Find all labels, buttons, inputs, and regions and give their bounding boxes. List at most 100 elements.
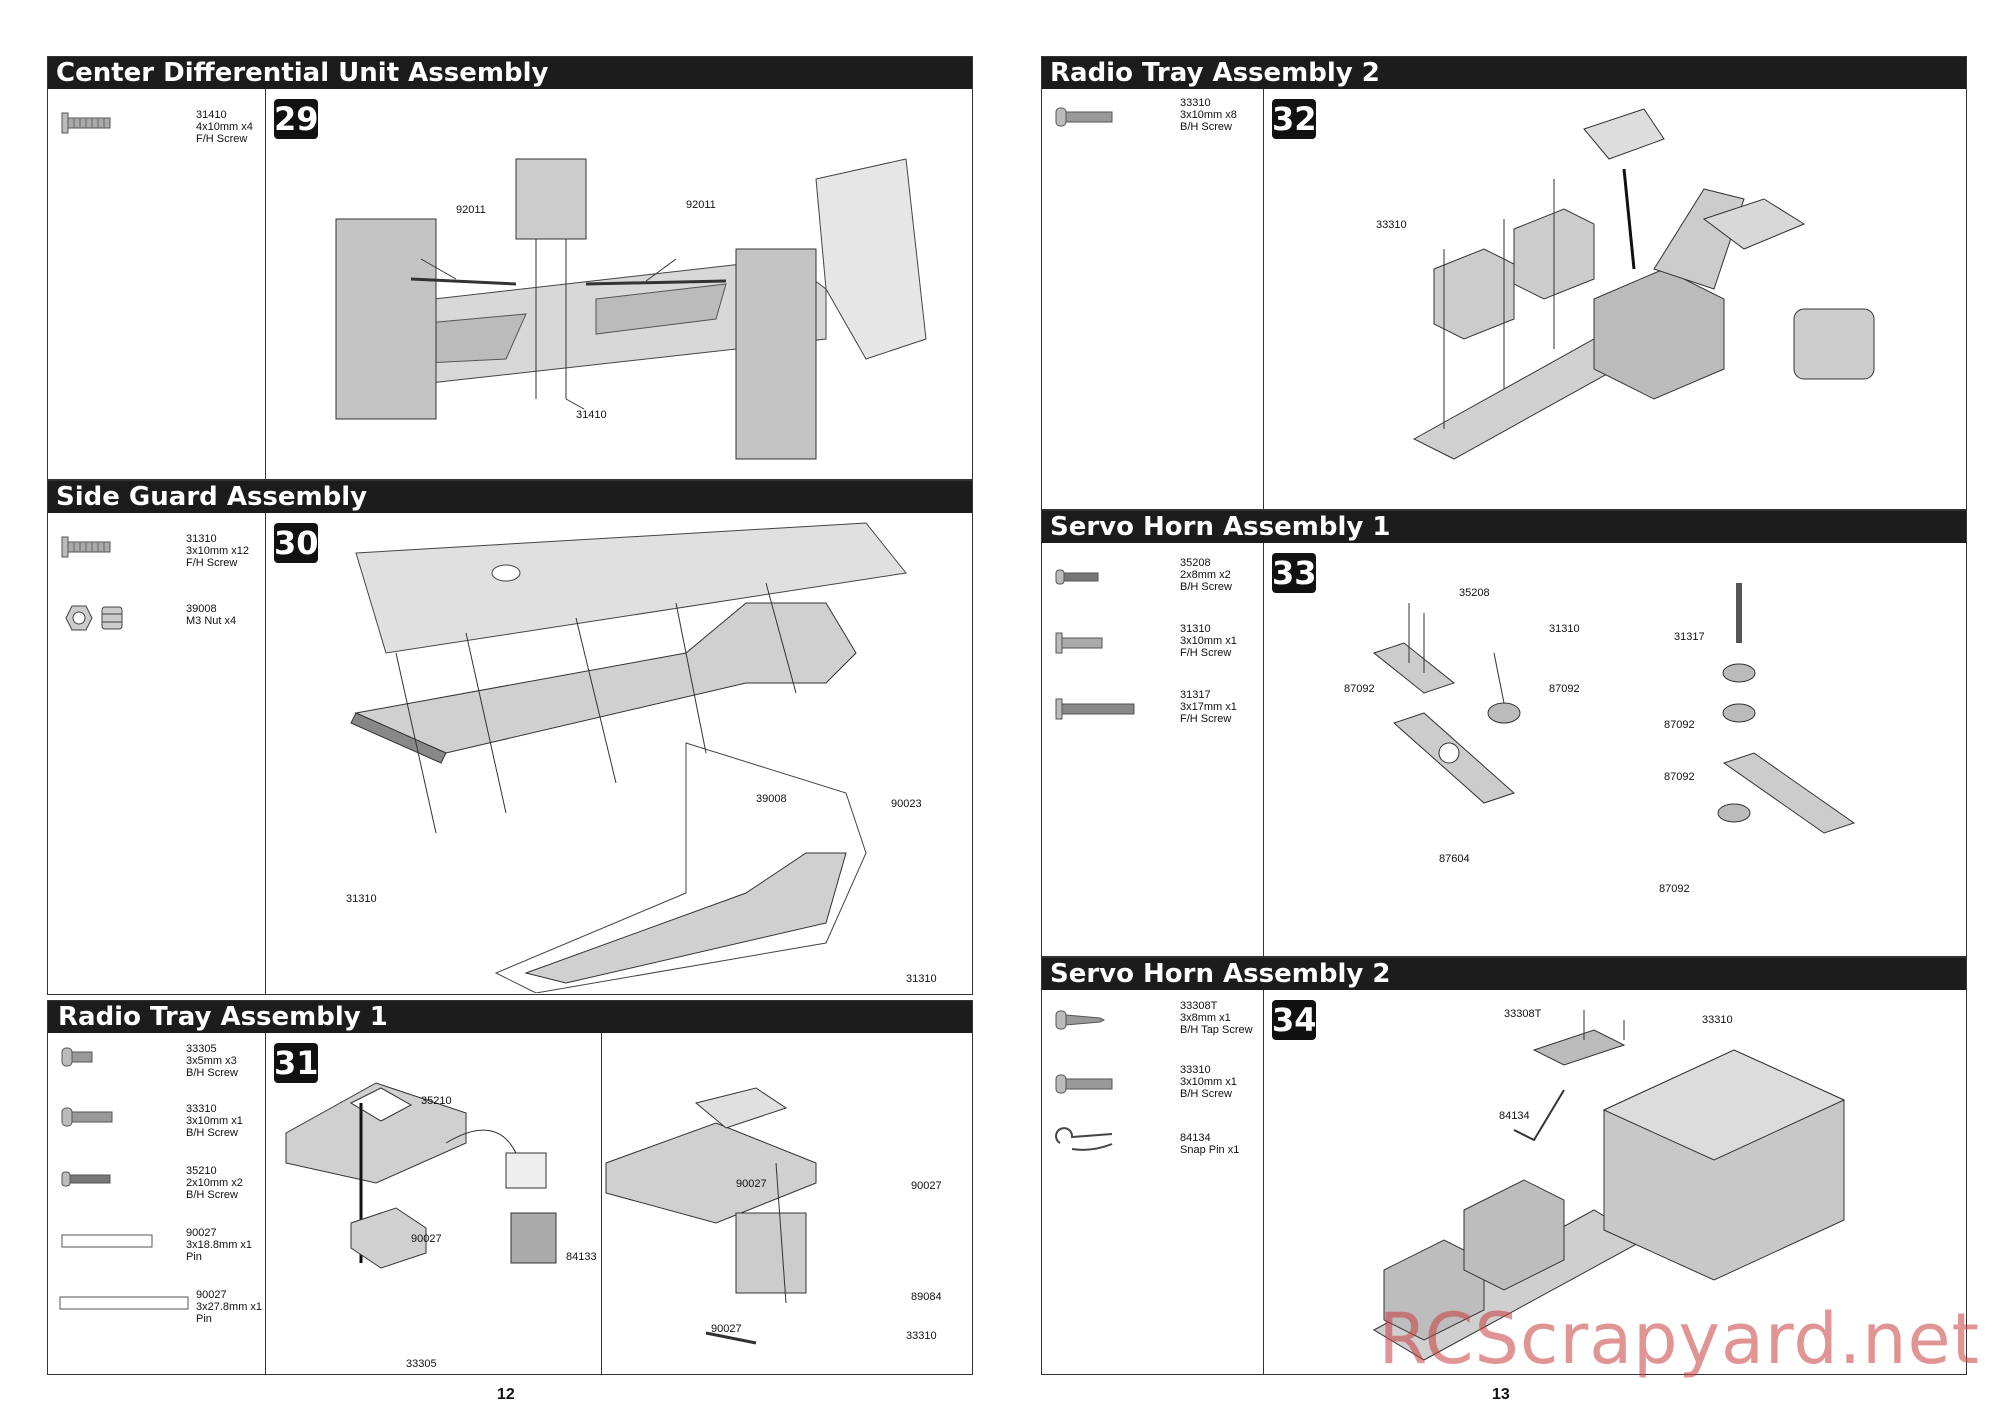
part-code: 31317 (1180, 689, 1211, 701)
parts-list: 33308T 3x8mm x1 B/H Tap Screw 33310 3x10… (1042, 990, 1264, 1374)
assembly-diagram: 31 35210 90027 84133 33305 90027 90027 (266, 1033, 972, 1374)
step-number: 34 (1272, 1000, 1317, 1040)
section-radio-tray-1: Radio Tray Assembly 1 33305 3x5mm x3 B/H… (47, 1000, 973, 1375)
part-type: B/H Screw (1180, 121, 1232, 133)
button-head-screw-icon (61, 1047, 93, 1067)
callout-label: 87092 (1659, 883, 1690, 895)
section-center-diff: Center Differential Unit Assembly 31410 … (47, 56, 973, 480)
section-servo-horn-2: Servo Horn Assembly 2 33308T 3x8mm x1 B/… (1041, 957, 1967, 1375)
chassis-illustration (335, 158, 927, 460)
part-type: B/H Tap Screw (1180, 1024, 1253, 1036)
part-size: 3x10mm x12 (186, 545, 249, 557)
pin-icon (61, 1234, 153, 1248)
tap-screw-icon (1055, 1010, 1106, 1030)
callout-label: 33305 (406, 1358, 437, 1370)
callout-label: 87092 (1549, 683, 1580, 695)
section-title: Side Guard Assembly (48, 481, 972, 513)
callout-label: 84133 (566, 1251, 597, 1263)
part-code: 84134 (1180, 1132, 1211, 1144)
part-code: 31410 (196, 109, 227, 121)
part-type: Pin (196, 1313, 212, 1325)
callout-label: 89084 (911, 1291, 942, 1303)
part-size: 3x10mm x1 (1180, 1076, 1237, 1088)
part-type: B/H Screw (186, 1189, 238, 1201)
callout-label: 87092 (1664, 719, 1695, 731)
parts-list: 35208 2x8mm x2 B/H Screw 31310 3x10mm x1… (1042, 543, 1264, 956)
part-size: 2x10mm x2 (186, 1177, 243, 1189)
callout-label: 33310 (906, 1330, 937, 1342)
callout-label: 87092 (1664, 771, 1695, 783)
part-type: B/H Screw (1180, 581, 1232, 593)
part-type: F/H Screw (1180, 647, 1232, 659)
section-servo-horn-1: Servo Horn Assembly 1 35208 2x8mm x2 B/H… (1041, 510, 1967, 957)
divider (601, 1033, 602, 1374)
button-head-screw-icon (1055, 1074, 1113, 1094)
assembly-diagram: 29 92011 92011 31410 (266, 89, 972, 479)
part-size: 3x8mm x1 (1180, 1012, 1231, 1024)
part-size: 4x10mm x4 (196, 121, 253, 133)
part-code: 35208 (1180, 557, 1211, 569)
part-code: 35210 (186, 1165, 217, 1177)
callout-label: 33308T (1504, 1008, 1542, 1020)
part-code: 33310 (1180, 1064, 1211, 1076)
flat-head-screw-icon (1055, 698, 1135, 720)
assembly-diagram: 33 35208 31310 87092 87092 87604 31317 (1264, 543, 1966, 956)
callout-label: 87604 (1439, 853, 1470, 865)
part-code: 39008 (186, 603, 217, 615)
callout-label: 90027 (736, 1178, 767, 1190)
callout-label: 87092 (1344, 683, 1375, 695)
callout-label: 90027 (911, 1180, 942, 1192)
step-number: 32 (1272, 99, 1317, 139)
assembly-diagram: 34 33308T 33310 84134 (1264, 990, 1966, 1374)
callout-label: 90023 (891, 798, 922, 810)
part-code: 31310 (186, 533, 217, 545)
callout-label: 31310 (1549, 623, 1580, 635)
part-size: M3 Nut x4 (186, 615, 237, 627)
part-type: F/H Screw (1180, 713, 1232, 725)
callout-label: 35210 (421, 1095, 452, 1107)
section-title: Servo Horn Assembly 1 (1042, 511, 1966, 543)
callout-label: 31310 (346, 893, 377, 905)
part-code: 31310 (1180, 623, 1211, 635)
part-size: 3x10mm x1 (1180, 635, 1237, 647)
callout-label: 84134 (1499, 1110, 1530, 1122)
left-page: Center Differential Unit Assembly 31410 … (47, 56, 973, 1403)
button-head-screw-icon (1055, 107, 1113, 127)
flat-head-screw-icon (61, 112, 111, 134)
radio-tray-2-illustration (1412, 108, 1875, 460)
parts-list: 31310 3x10mm x12 F/H Screw 39008 M3 Nut … (48, 513, 266, 994)
step-number: 30 (274, 523, 319, 563)
part-type: B/H Screw (1180, 1088, 1232, 1100)
snap-pin-icon (1055, 1127, 1113, 1151)
step-number: 31 (274, 1043, 319, 1083)
section-title: Center Differential Unit Assembly (48, 57, 972, 89)
part-size: 3x18.8mm x1 (186, 1239, 253, 1251)
section-title: Radio Tray Assembly 1 (48, 1001, 972, 1033)
flat-head-screw-icon (61, 536, 111, 558)
part-type: B/H Screw (186, 1127, 238, 1139)
part-code: 33308T (1180, 1000, 1218, 1012)
parts-list: 33305 3x5mm x3 B/H Screw 33310 3x10mm x1… (48, 1033, 266, 1374)
assembly-diagram: 30 39008 90023 31310 31310 (266, 513, 972, 994)
section-title: Radio Tray Assembly 2 (1042, 57, 1966, 89)
right-page: Radio Tray Assembly 2 33310 3x10mm x8 B/… (1000, 0, 2000, 1420)
part-size: 3x10mm x8 (1180, 109, 1237, 121)
flat-head-screw-icon (1055, 632, 1103, 654)
part-size: 2x8mm x2 (1180, 569, 1231, 581)
servo-horn-2-illustration (1372, 1010, 1846, 1361)
callout-label: 39008 (756, 793, 787, 805)
part-code: 33310 (186, 1103, 217, 1115)
section-title: Servo Horn Assembly 2 (1042, 958, 1966, 990)
part-size: 3x5mm x3 (186, 1055, 237, 1067)
step-number: 33 (1272, 553, 1317, 593)
part-type: F/H Screw (196, 133, 248, 145)
callout-label: 35208 (1459, 587, 1490, 599)
part-size: Snap Pin x1 (1180, 1144, 1240, 1156)
callout-label: 31317 (1674, 631, 1705, 643)
part-type: Pin (186, 1251, 202, 1263)
page-number: 13 (1492, 1386, 1510, 1403)
button-head-screw-icon (61, 1171, 111, 1187)
callout-label: 90027 (711, 1323, 742, 1335)
section-side-guard: Side Guard Assembly 31310 3x10mm x12 F/H… (47, 480, 973, 995)
part-size: 3x27.8mm x1 (196, 1301, 263, 1313)
